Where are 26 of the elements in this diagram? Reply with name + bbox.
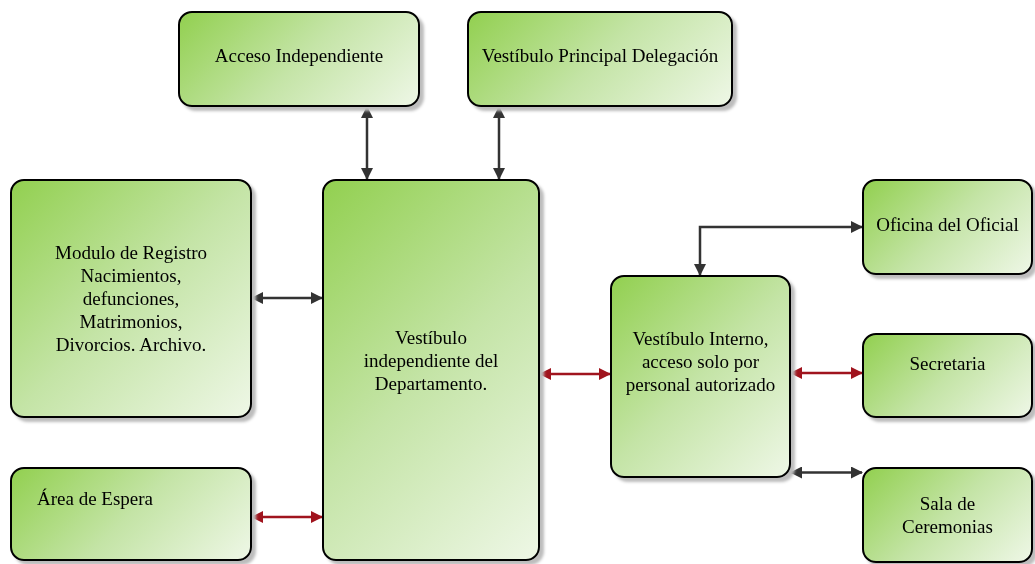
room-label: Acceso Independiente <box>214 43 384 67</box>
room-box <box>322 179 540 561</box>
room-box <box>10 467 252 561</box>
double-arrow <box>694 221 863 276</box>
double-arrow <box>493 106 505 180</box>
double-arrow <box>790 367 863 379</box>
room-label: Sala de Ceremonias <box>901 492 994 538</box>
double-arrow <box>790 466 863 479</box>
room-box <box>178 11 420 107</box>
double-arrow <box>251 292 323 304</box>
room-box <box>862 179 1033 275</box>
room-label: Vestíbulo independiente del Departamento. <box>362 325 500 395</box>
room-box <box>467 11 733 107</box>
room-label: Vestíbulo Principal Delegación <box>481 43 719 67</box>
room-label: Modulo de Registro Nacimientos, defunciones, Matrimonios, Divorcios. Archivo. <box>54 241 208 356</box>
room-label: Oficina del Oficial <box>876 212 1019 236</box>
double-arrow <box>539 368 611 380</box>
room-label: Área de Espera <box>37 487 154 510</box>
room-box <box>862 333 1033 418</box>
room-label: Secretaria <box>909 352 986 375</box>
double-arrow <box>361 106 373 180</box>
room-box <box>862 467 1033 563</box>
double-arrow <box>251 511 323 523</box>
room-box <box>610 275 791 478</box>
room-label: Vestíbulo Interno, acceso solo por personal autorizado <box>625 327 776 396</box>
room-box <box>10 179 252 418</box>
